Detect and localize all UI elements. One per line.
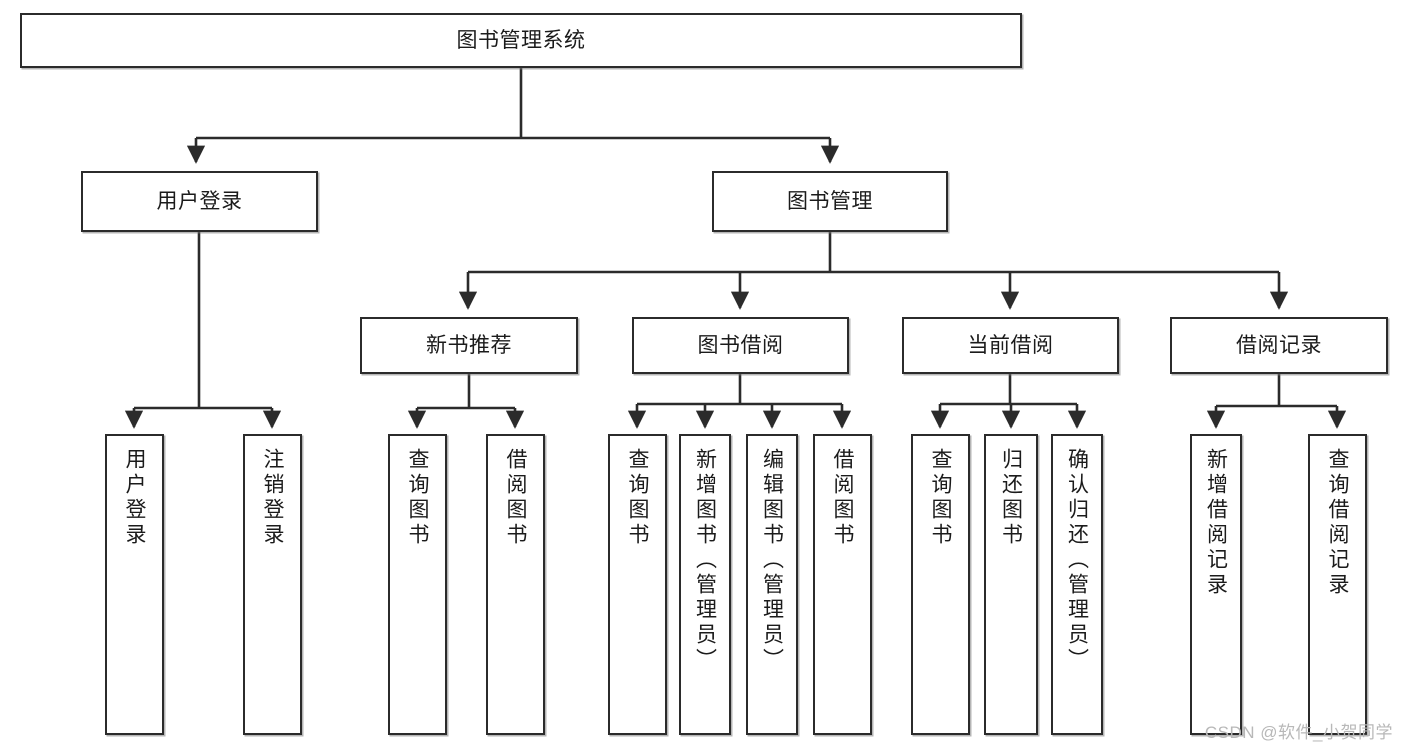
leaf-query-borrow-record[interactable]: 查询借阅记录 xyxy=(1308,434,1367,735)
node-new-book-recommend-label: 新书推荐 xyxy=(426,334,512,357)
leaf-query-book-current-label: 查询图书 xyxy=(929,448,952,548)
node-current-borrow-label: 当前借阅 xyxy=(967,334,1054,357)
leaf-edit-book-admin-label: 编辑图书（管理员） xyxy=(760,448,784,673)
leaf-borrow-book-newbook[interactable]: 借阅图书 xyxy=(486,434,545,735)
leaf-logout-label: 注销登录 xyxy=(261,448,284,548)
node-book-borrow-label: 图书借阅 xyxy=(697,334,784,357)
node-book-borrow[interactable]: 图书借阅 xyxy=(632,317,849,374)
node-root-label: 图书管理系统 xyxy=(456,29,586,52)
leaf-borrow-book-label: 借阅图书 xyxy=(831,448,854,548)
leaf-query-book-newbook-label: 查询图书 xyxy=(406,448,429,548)
leaf-add-borrow-record[interactable]: 新增借阅记录 xyxy=(1190,434,1242,735)
node-root[interactable]: 图书管理系统 xyxy=(20,13,1022,68)
leaf-confirm-return-admin[interactable]: 确认归还（管理员） xyxy=(1051,434,1103,735)
leaf-user-login[interactable]: 用户登录 xyxy=(105,434,164,735)
node-borrow-record-label: 借阅记录 xyxy=(1236,334,1322,357)
node-current-borrow[interactable]: 当前借阅 xyxy=(902,317,1119,374)
leaf-query-book-newbook[interactable]: 查询图书 xyxy=(388,434,447,735)
leaf-return-book-label: 归还图书 xyxy=(999,448,1023,548)
leaf-query-book-borrow[interactable]: 查询图书 xyxy=(608,434,667,735)
leaf-query-borrow-record-label: 查询借阅记录 xyxy=(1326,448,1349,598)
leaf-query-book-borrow-label: 查询图书 xyxy=(626,448,649,548)
leaf-add-borrow-record-label: 新增借阅记录 xyxy=(1204,448,1228,598)
node-borrow-record[interactable]: 借阅记录 xyxy=(1170,317,1388,374)
node-new-book-recommend[interactable]: 新书推荐 xyxy=(360,317,578,374)
leaf-query-book-current[interactable]: 查询图书 xyxy=(911,434,970,735)
node-user-login-label: 用户登录 xyxy=(156,190,243,213)
leaf-borrow-book[interactable]: 借阅图书 xyxy=(813,434,872,735)
leaf-borrow-book-newbook-label: 借阅图书 xyxy=(504,448,527,548)
leaf-user-login-label: 用户登录 xyxy=(123,448,146,548)
leaf-return-book[interactable]: 归还图书 xyxy=(984,434,1038,735)
node-book-management-label: 图书管理 xyxy=(787,190,873,213)
leaf-logout[interactable]: 注销登录 xyxy=(243,434,302,735)
leaf-confirm-return-admin-label: 确认归还（管理员） xyxy=(1065,448,1089,673)
leaf-edit-book-admin[interactable]: 编辑图书（管理员） xyxy=(746,434,798,735)
leaf-add-book-admin[interactable]: 新增图书（管理员） xyxy=(679,434,731,735)
node-book-management[interactable]: 图书管理 xyxy=(712,171,948,232)
leaf-add-book-admin-label: 新增图书（管理员） xyxy=(693,448,717,673)
node-user-login[interactable]: 用户登录 xyxy=(81,171,318,232)
